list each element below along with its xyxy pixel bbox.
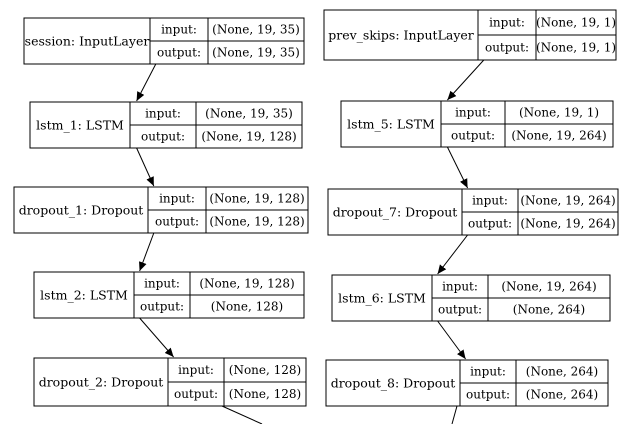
output-shape: (None, 19, 1) [536,41,616,55]
layer-name: dropout_1: Dropout [19,203,144,218]
output-shape: (None, 19, 128) [201,130,296,144]
input-shape: (None, 264) [526,365,598,379]
output-label: output: [438,303,482,317]
output-label: output: [155,215,199,229]
input-shape: (None, 19, 1) [536,16,616,30]
input-shape: (None, 19, 264) [520,194,615,208]
input-label: input: [159,192,195,206]
input-shape: (None, 19, 35) [205,107,293,121]
output-shape: (None, 19, 128) [209,215,304,229]
output-shape: (None, 128) [229,387,301,401]
output-shape: (None, 128) [211,300,283,314]
output-label: output: [468,217,512,231]
output-shape: (None, 19, 35) [212,46,300,60]
input-label: input: [442,280,478,294]
output-label: output: [140,300,184,314]
layer-name: dropout_8: Dropout [331,376,456,391]
edge-dropout_7-to-lstm_6 [437,234,468,275]
layer-name: lstm_6: LSTM [338,291,426,306]
output-label: output: [485,41,529,55]
output-shape: (None, 264) [526,388,598,402]
output-shape: (None, 19, 264) [520,217,615,231]
output-label: output: [451,129,495,143]
edge-dropout_1-to-lstm_2 [139,232,155,272]
output-shape: (None, 19, 264) [511,129,606,143]
edge-dropout_2-continuation [221,405,263,424]
input-label: input: [161,23,197,37]
layer-node-dropout_1: dropout_1: Dropout input: output: (None, 19… [13,186,309,234]
edge-lstm_1-to-dropout_1 [136,147,155,187]
edge-lstm_6-to-dropout_8 [437,320,467,360]
layer-name: dropout_7: Dropout [333,205,458,220]
input-label: input: [470,365,506,379]
input-shape: (None, 19, 128) [199,277,294,291]
input-shape: (None, 128) [229,363,301,377]
layer-node-lstm_2: lstm_2: LSTM input: output: (None, 19, 128)… [33,271,305,319]
layer-node-dropout_2: dropout_2: Dropout input: output: (None, 12… [33,357,307,407]
layer-node-prev_skips: prev_skips: InputLayer input: output: (None… [323,9,617,61]
layer-name: session: InputLayer [25,34,150,49]
edge-lstm_2-to-dropout_2 [139,317,174,358]
layer-node-dropout_8: dropout_8: Dropout input: output: (None, 26… [325,359,609,407]
input-shape: (None, 19, 35) [212,23,300,37]
input-shape: (None, 19, 128) [209,192,304,206]
layer-node-lstm_6: lstm_6: LSTM input: output: (None, 19, 264)… [331,274,611,322]
layer-node-session: session: InputLayer input: output: (None, 1… [23,17,305,65]
input-shape: (None, 19, 1) [519,106,599,120]
edge-session-to-lstm_1 [136,63,157,102]
edge-dropout_8-continuation [451,405,458,424]
layer-name: lstm_1: LSTM [36,118,124,133]
nodes: session: InputLayer input: output: (None, 1… [13,9,619,407]
edges [136,59,485,360]
layer-node-lstm_1: lstm_1: LSTM input: output: (None, 19, 35) (… [29,101,303,149]
output-label: output: [141,130,185,144]
input-label: input: [144,277,180,291]
output-shape: (None, 264) [513,303,585,317]
input-label: input: [145,107,181,121]
edge-lstm_5-to-dropout_7 [446,146,469,189]
output-label: output: [174,387,218,401]
input-label: input: [489,16,525,30]
layer-node-lstm_5: lstm_5: LSTM input: output: (None, 19, 1) (N… [340,100,614,148]
layer-name: dropout_2: Dropout [39,375,164,390]
input-label: input: [178,363,214,377]
output-label: output: [466,388,510,402]
layer-name: lstm_5: LSTM [347,117,435,132]
layer-node-dropout_7: dropout_7: Dropout input: output: (None, 19… [327,188,619,236]
edge-prev_skips-to-lstm_5 [447,59,485,101]
input-shape: (None, 19, 264) [501,280,596,294]
input-label: input: [472,194,508,208]
layer-name: lstm_2: LSTM [40,288,128,303]
input-label: input: [455,106,491,120]
layer-name: prev_skips: InputLayer [328,28,474,43]
output-label: output: [157,46,201,60]
